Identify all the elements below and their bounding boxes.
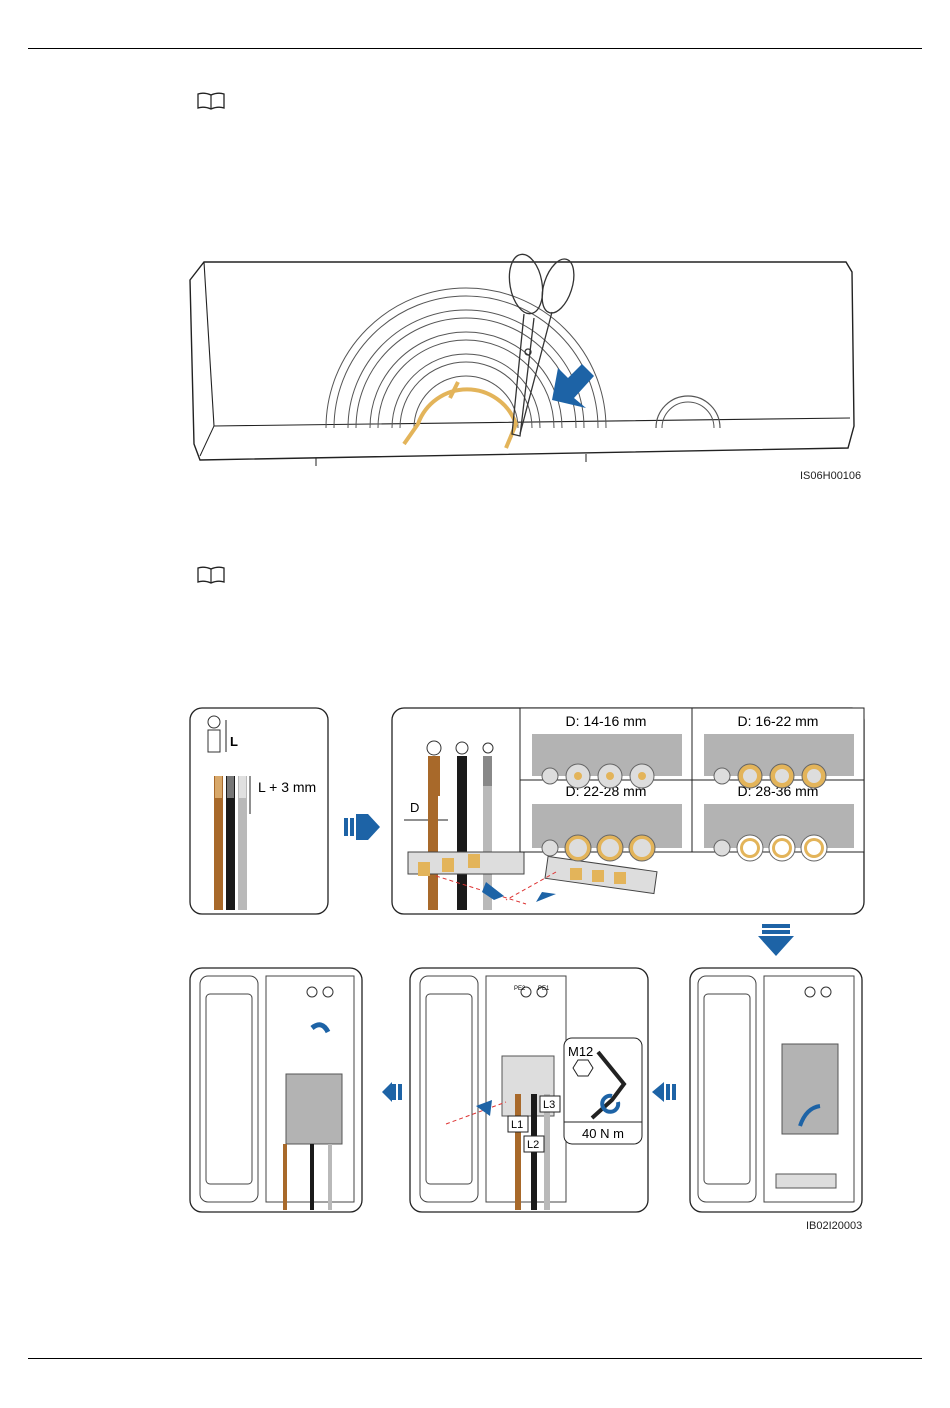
right-arrow-icon [344, 814, 380, 840]
book-open-icon [196, 92, 226, 110]
cabinet-panel-right [690, 968, 862, 1212]
phase-label: L2 [527, 1139, 539, 1151]
bolt-size: M12 [568, 1044, 593, 1059]
range-label: D: 16-22 mm [738, 713, 819, 729]
left-arrow-icon [652, 1082, 676, 1102]
range-label: D: 14-16 mm [566, 713, 647, 729]
diameter-label: D [410, 800, 419, 815]
figure-id: IS06H00106 [800, 470, 861, 482]
terminal-label: PE1 [538, 986, 550, 992]
range-tiles: D: 14-16 mm D: 16-22 mm D: 22-28 mm D: 2… [520, 708, 864, 861]
torque-value: 40 N m [582, 1126, 624, 1141]
cabinet-panel-left [190, 968, 362, 1212]
book-open-icon [196, 566, 226, 584]
figure-id: IB02I20003 [806, 1220, 862, 1232]
footer-rule [28, 1358, 922, 1359]
header-rule [28, 48, 922, 49]
phase-label: L1 [511, 1119, 523, 1131]
cabinet-panel-middle: L1 L2 L3 PE2 PE1 M12 40 N m [410, 968, 648, 1212]
strip-length-label: L [230, 734, 238, 749]
terminal-label: PE2 [514, 986, 526, 992]
figure-cable-connection: L L + 3 mm D D: 14-16 mm D: 16-22 mm D [186, 704, 866, 1216]
left-arrow-icon [382, 1082, 402, 1102]
strip-length-extra: L + 3 mm [258, 779, 316, 795]
figure-cut-rings [186, 248, 866, 468]
down-arrow-icon [758, 924, 794, 956]
phase-label: L3 [543, 1099, 555, 1111]
